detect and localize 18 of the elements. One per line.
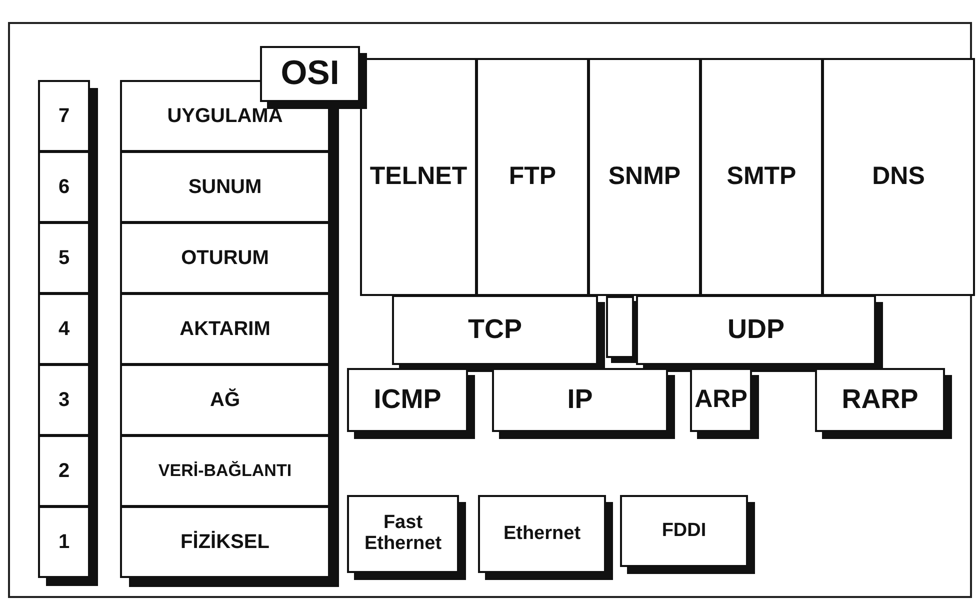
protocol-box: SNMP [588,58,701,296]
protocol-box: DNS [822,58,975,296]
layer-number-cell: 7 [38,80,90,152]
protocol-box: TELNET [360,58,477,296]
layer-number-cell: 3 [38,364,90,436]
layer-name-cell: VERİ-BAĞLANTI [120,435,330,507]
layer-name-cell: OTURUM [120,222,330,294]
layer-name-cell: FİZİKSEL [120,506,330,578]
layer-name-cell: SUNUM [120,151,330,223]
layer-number-cell: 4 [38,293,90,365]
protocol-box: FTP [476,58,589,296]
layer-number-cell: 6 [38,151,90,223]
layer-number-cell: 2 [38,435,90,507]
layer-name-cell: AĞ [120,364,330,436]
layer-number-cell: 5 [38,222,90,294]
layer-name-cell: AKTARIM [120,293,330,365]
protocol-box: SMTP [700,58,823,296]
layer-number-cell: 1 [38,506,90,578]
